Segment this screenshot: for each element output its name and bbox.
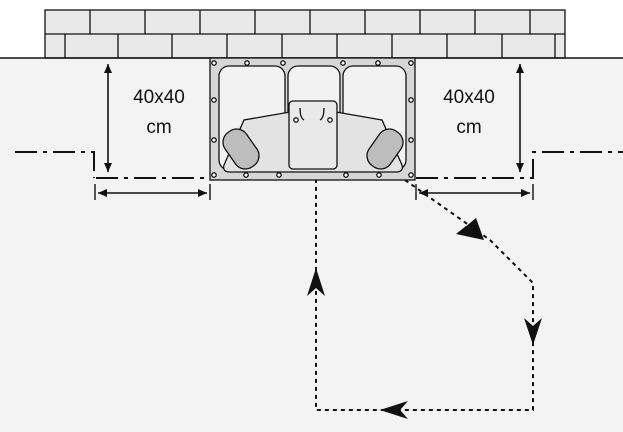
right-size-label: 40x40 <box>443 87 495 108</box>
right-horizontal-dimension <box>415 184 534 200</box>
path-arrow-up <box>307 268 325 296</box>
path-arrow-down-right <box>456 218 484 240</box>
path-arrows <box>307 218 542 419</box>
brick-wall <box>44 9 566 59</box>
floor-edge-lines <box>15 151 623 179</box>
path-arrow-down <box>524 318 542 345</box>
right-unit-label: cm <box>456 117 481 138</box>
charging-station <box>209 57 416 181</box>
left-horizontal-dimension <box>94 184 211 200</box>
left-size-label: 40x40 <box>133 87 185 108</box>
path-arrow-left <box>380 401 408 419</box>
left-unit-label: cm <box>146 117 171 138</box>
